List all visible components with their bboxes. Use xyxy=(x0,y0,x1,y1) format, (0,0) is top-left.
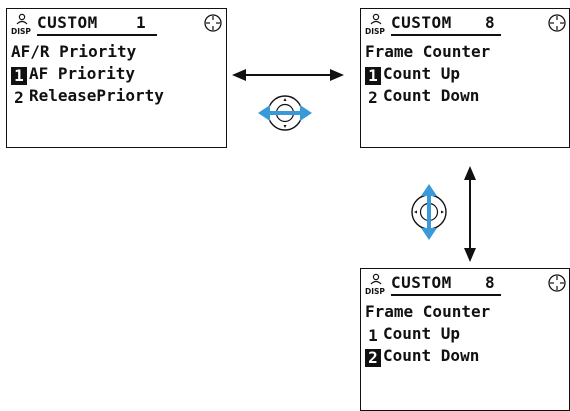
menu-title: AF/R Priority xyxy=(11,42,137,61)
option-release-priority: 2 ReleasePriorty xyxy=(11,86,164,107)
option-label: Count Down xyxy=(383,86,480,105)
option-label: AF Priority xyxy=(29,64,135,83)
svg-text:DISP: DISP xyxy=(365,287,385,295)
screen-header: DISP CUSTOM 8 xyxy=(365,273,566,297)
header-title: CUSTOM xyxy=(37,13,98,32)
disp-icon: DISP xyxy=(365,273,385,295)
option-label: Count Down xyxy=(383,346,480,365)
option-number: 1 xyxy=(11,67,27,85)
option-label: Count Up xyxy=(383,64,461,83)
header-title: CUSTOM xyxy=(391,273,452,292)
header-number: 8 xyxy=(485,273,495,292)
vertical-double-arrow xyxy=(464,166,476,262)
disp-icon: DISP xyxy=(365,13,385,35)
header-title: CUSTOM xyxy=(391,13,452,32)
dpad-left-right-icon xyxy=(258,95,312,131)
screen-header: DISP CUSTOM 1 xyxy=(11,13,222,37)
header-number: 1 xyxy=(136,13,146,32)
crosshair-icon xyxy=(548,274,566,292)
option-number: 2 xyxy=(365,349,381,367)
crosshair-icon xyxy=(548,14,566,32)
svg-text:DISP: DISP xyxy=(11,27,31,35)
option-label: ReleasePriorty xyxy=(29,86,164,105)
option-count-up: 1 Count Up xyxy=(365,324,460,345)
header-number: 8 xyxy=(485,13,495,32)
header-underline xyxy=(37,34,157,36)
menu-title: Frame Counter xyxy=(365,302,491,321)
menu-title: Frame Counter xyxy=(365,42,491,61)
disp-icon: DISP xyxy=(11,13,31,35)
option-number: 2 xyxy=(368,88,378,107)
option-number: 1 xyxy=(368,326,378,345)
crosshair-icon xyxy=(204,14,222,32)
dpad-up-down-icon xyxy=(411,184,447,240)
option-count-down: 2 Count Down xyxy=(365,86,479,107)
svg-text:DISP: DISP xyxy=(365,27,385,35)
header-underline xyxy=(391,294,501,296)
screen-header: DISP CUSTOM 8 xyxy=(365,13,566,37)
option-label: Count Up xyxy=(383,324,461,343)
option-number: 1 xyxy=(365,67,381,85)
header-underline xyxy=(391,34,501,36)
option-number: 2 xyxy=(14,88,24,107)
horizontal-double-arrow xyxy=(232,69,344,81)
